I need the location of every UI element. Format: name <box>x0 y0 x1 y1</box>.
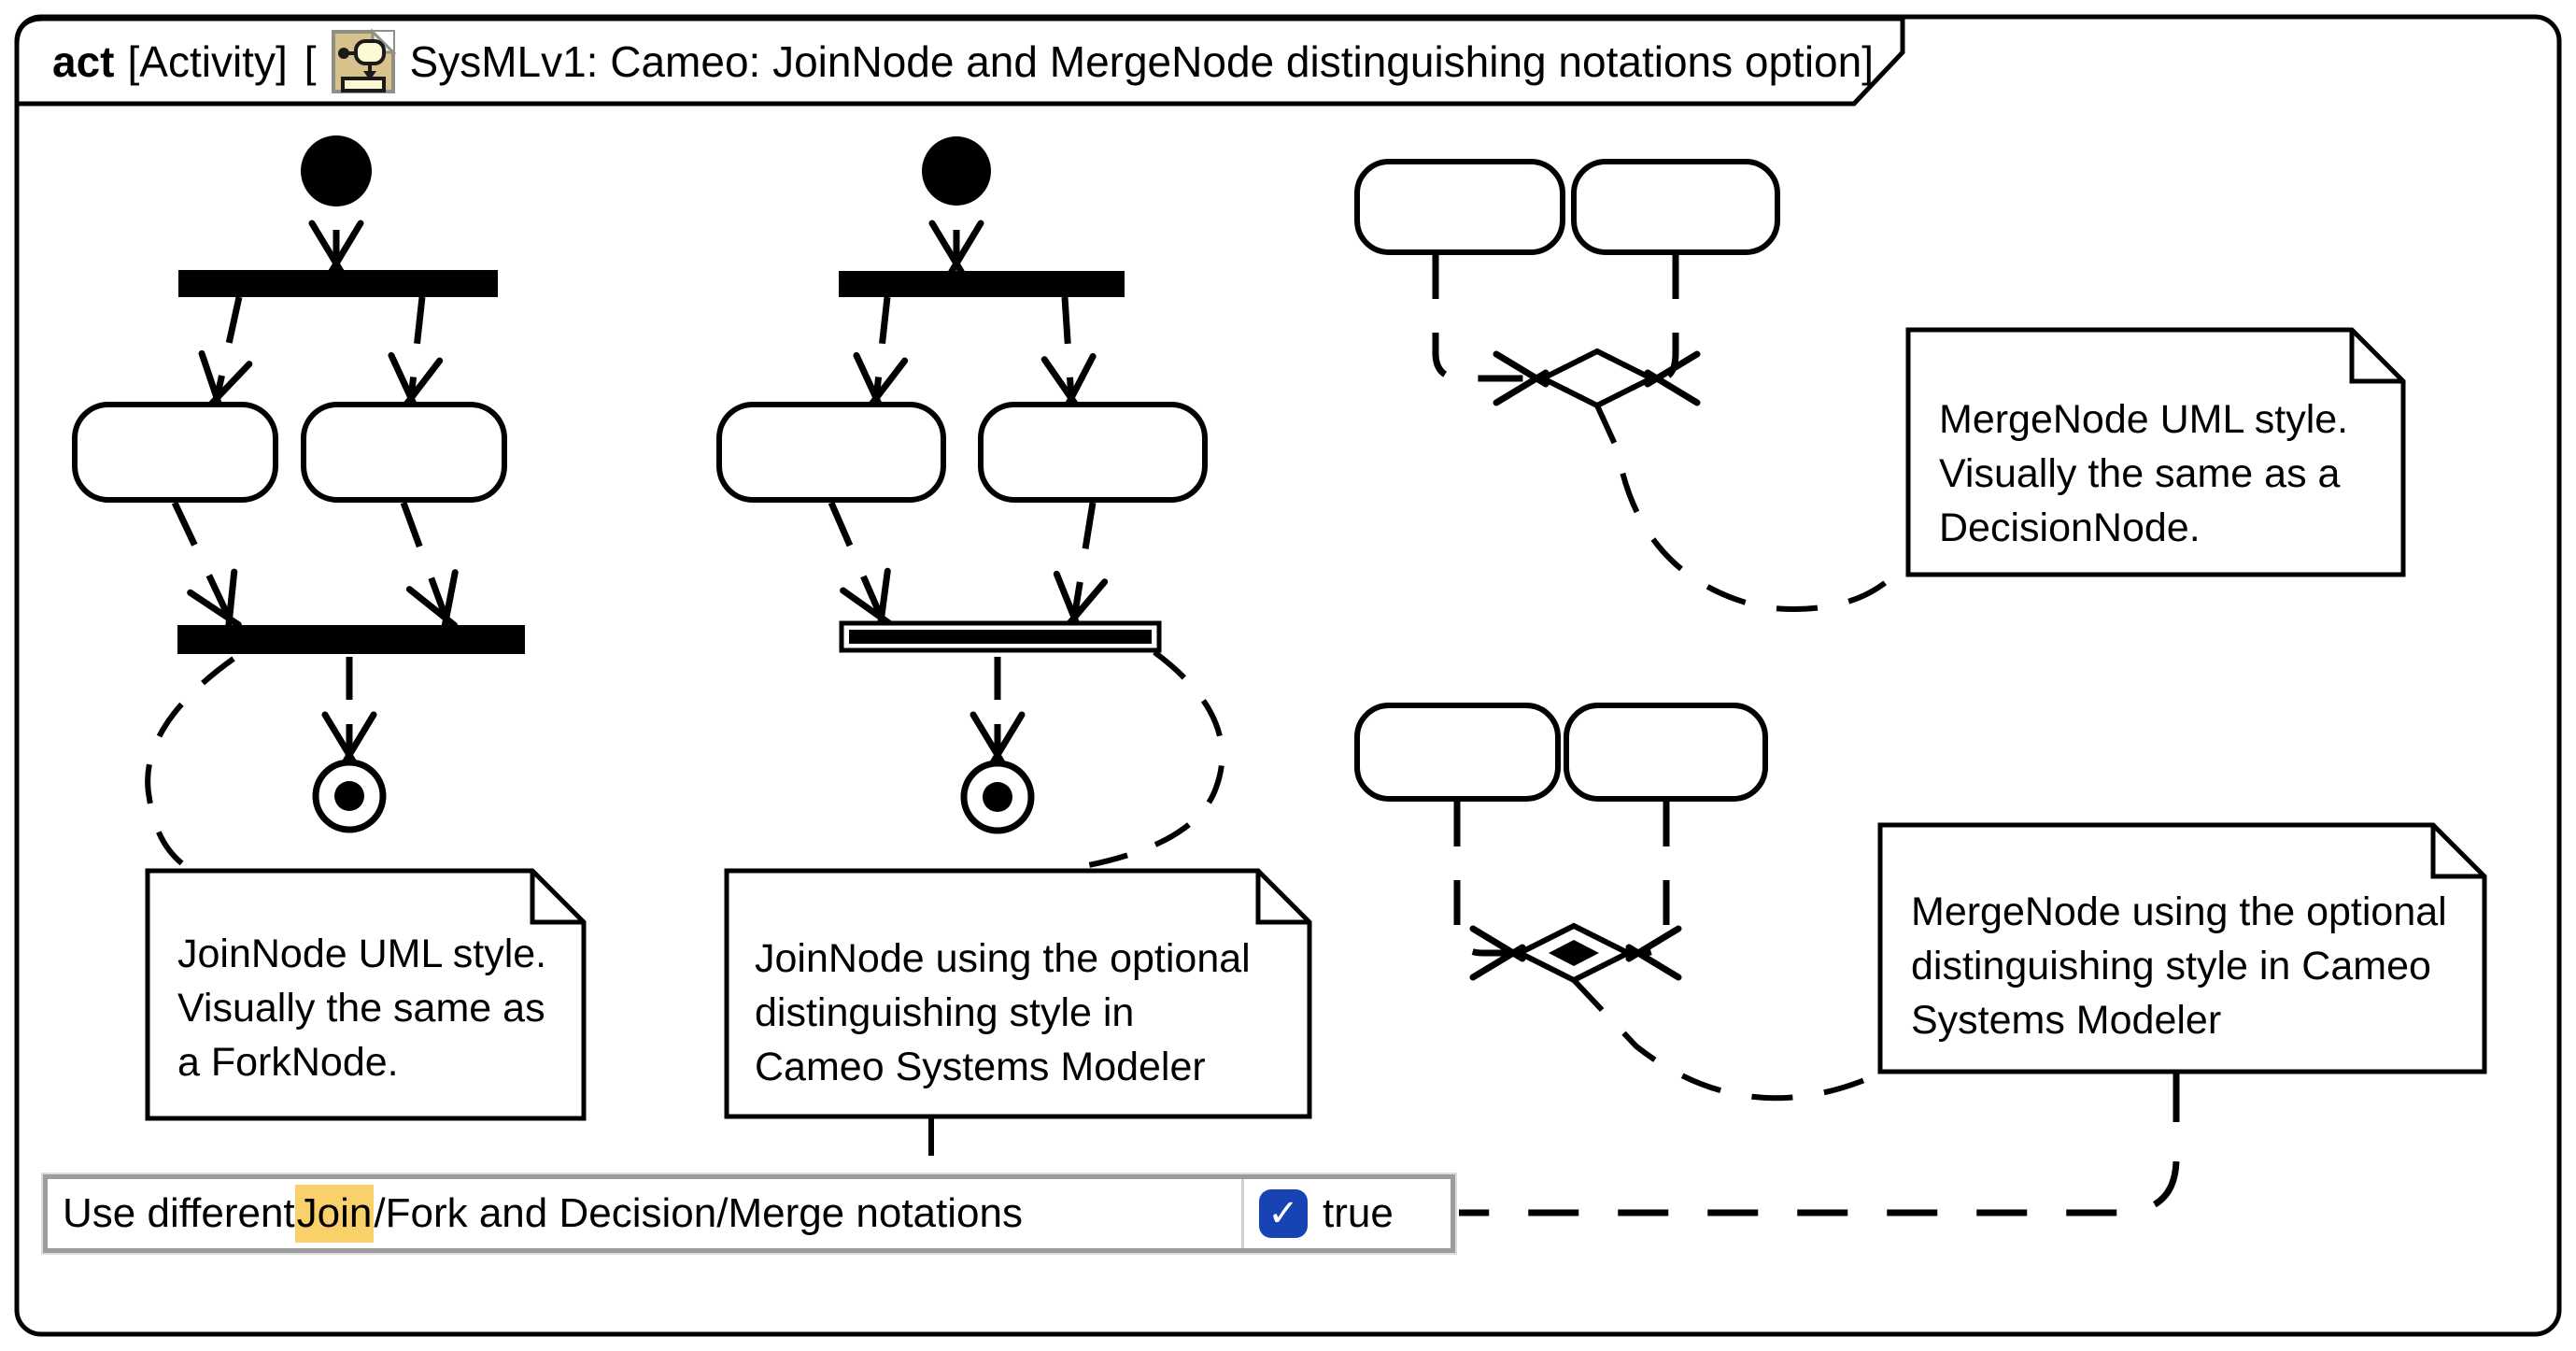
control-flow-edge[interactable] <box>1040 296 1097 411</box>
control-flow-edge[interactable] <box>853 296 909 412</box>
control-flow-edge[interactable] <box>388 296 444 412</box>
control-flow-edge[interactable] <box>171 501 242 633</box>
note-fold-corner-icon <box>2349 330 2403 384</box>
action-node[interactable] <box>978 402 1208 503</box>
option-label-after: /Fork and Decision/Merge notations <box>374 1190 1023 1236</box>
note-line: MergeNode using the optional <box>1911 889 2447 934</box>
option-label: Use different Join/Fork and Decision/Mer… <box>48 1179 1241 1248</box>
diagram-kind-label: [Activity] <box>127 37 288 86</box>
note-anchor-line[interactable] <box>1571 977 1884 1102</box>
note-text-join-uml: JoinNode UML style. Visually the same as… <box>177 927 546 1089</box>
control-flow-edge[interactable] <box>198 296 253 412</box>
note-line: Visually the same as <box>177 986 545 1031</box>
merge-node-distinguished-core <box>1549 940 1599 966</box>
note-line: DecisionNode. <box>1939 505 2201 550</box>
control-flow-edge[interactable] <box>828 501 894 633</box>
note-line: a ForkNode. <box>177 1040 399 1085</box>
diagram-name: SysMLv1: Cameo: JoinNode and MergeNode d… <box>409 37 1874 86</box>
control-flow-edge[interactable] <box>1644 254 1701 406</box>
action-node[interactable] <box>716 402 946 503</box>
note-anchor-line[interactable] <box>1594 404 1910 612</box>
note-merge-distinguished[interactable] <box>1877 822 2487 1074</box>
activity-diagram-icon <box>330 28 397 95</box>
note-join-uml[interactable] <box>145 868 587 1121</box>
action-node[interactable] <box>1354 159 1565 255</box>
note-text-join-distinguished: JoinNode using the optional distinguishi… <box>755 931 1251 1094</box>
action-node[interactable] <box>301 402 507 503</box>
activity-final-node-core <box>983 782 1012 812</box>
option-value-cell: ✓ true <box>1244 1179 1451 1248</box>
initial-node[interactable] <box>922 136 991 206</box>
control-flow-edge[interactable] <box>400 501 459 633</box>
note-text-merge-distinguished: MergeNode using the optional distinguish… <box>1911 885 2447 1047</box>
note-anchor-line[interactable] <box>145 656 235 872</box>
note-anchor-line[interactable] <box>1459 1072 2180 1216</box>
note-join-distinguished[interactable] <box>724 868 1312 1119</box>
control-flow-edge[interactable] <box>1625 802 1682 981</box>
option-checkbox[interactable]: ✓ <box>1259 1189 1308 1238</box>
note-line: JoinNode using the optional <box>755 936 1251 981</box>
diagram-title-tab <box>14 16 1905 107</box>
action-node[interactable] <box>1354 703 1561 802</box>
note-line: Systems Modeler <box>1911 998 2222 1043</box>
note-line: Cameo Systems Modeler <box>755 1045 1206 1089</box>
note-line: distinguishing style in Cameo <box>1911 944 2431 988</box>
action-node[interactable] <box>1564 703 1768 802</box>
activity-final-node-core <box>334 781 364 811</box>
diagram-keyword: act <box>52 37 115 86</box>
fork-node-uml[interactable] <box>178 270 498 297</box>
fork-node-uml[interactable] <box>839 271 1125 297</box>
note-text-merge-uml: MergeNode UML style. Visually the same a… <box>1939 392 2348 555</box>
note-fold-corner-icon <box>2430 825 2484 879</box>
action-node[interactable] <box>72 402 278 503</box>
diagram-title: act [Activity] [ SysMLv1: Cameo: JoinNod… <box>52 22 1874 101</box>
join-node-uml[interactable] <box>177 625 525 654</box>
option-value-label: true <box>1323 1190 1394 1236</box>
merge-node-uml[interactable] <box>1536 348 1658 409</box>
join-node-distinguished-bar <box>849 630 1152 644</box>
control-flow-edge[interactable] <box>1053 502 1109 632</box>
note-line: JoinNode UML style. <box>177 931 547 976</box>
note-line: distinguishing style in <box>755 990 1135 1035</box>
initial-node[interactable] <box>301 135 372 206</box>
note-fold-corner-icon <box>530 871 584 925</box>
diagram-name-open-bracket: [ <box>304 37 317 86</box>
action-node[interactable] <box>1571 159 1780 255</box>
option-label-before: Use different <box>63 1190 295 1236</box>
option-legend-row[interactable]: Use different Join/Fork and Decision/Mer… <box>43 1174 1455 1253</box>
option-label-highlight: Join <box>294 1185 375 1243</box>
note-line: MergeNode UML style. <box>1939 397 2349 442</box>
note-fold-corner-icon <box>1255 871 1309 925</box>
diagram-frame <box>14 14 2562 1337</box>
note-line: Visually the same as a <box>1939 451 2341 496</box>
legend-cell-divider <box>1241 1179 1244 1248</box>
checkbox-check-icon: ✓ <box>1267 1193 1299 1234</box>
control-flow-edge[interactable] <box>1432 254 1550 406</box>
control-flow-edge[interactable] <box>1453 802 1526 981</box>
note-merge-uml[interactable] <box>1905 327 2406 577</box>
note-anchor-line[interactable] <box>1073 649 1225 871</box>
